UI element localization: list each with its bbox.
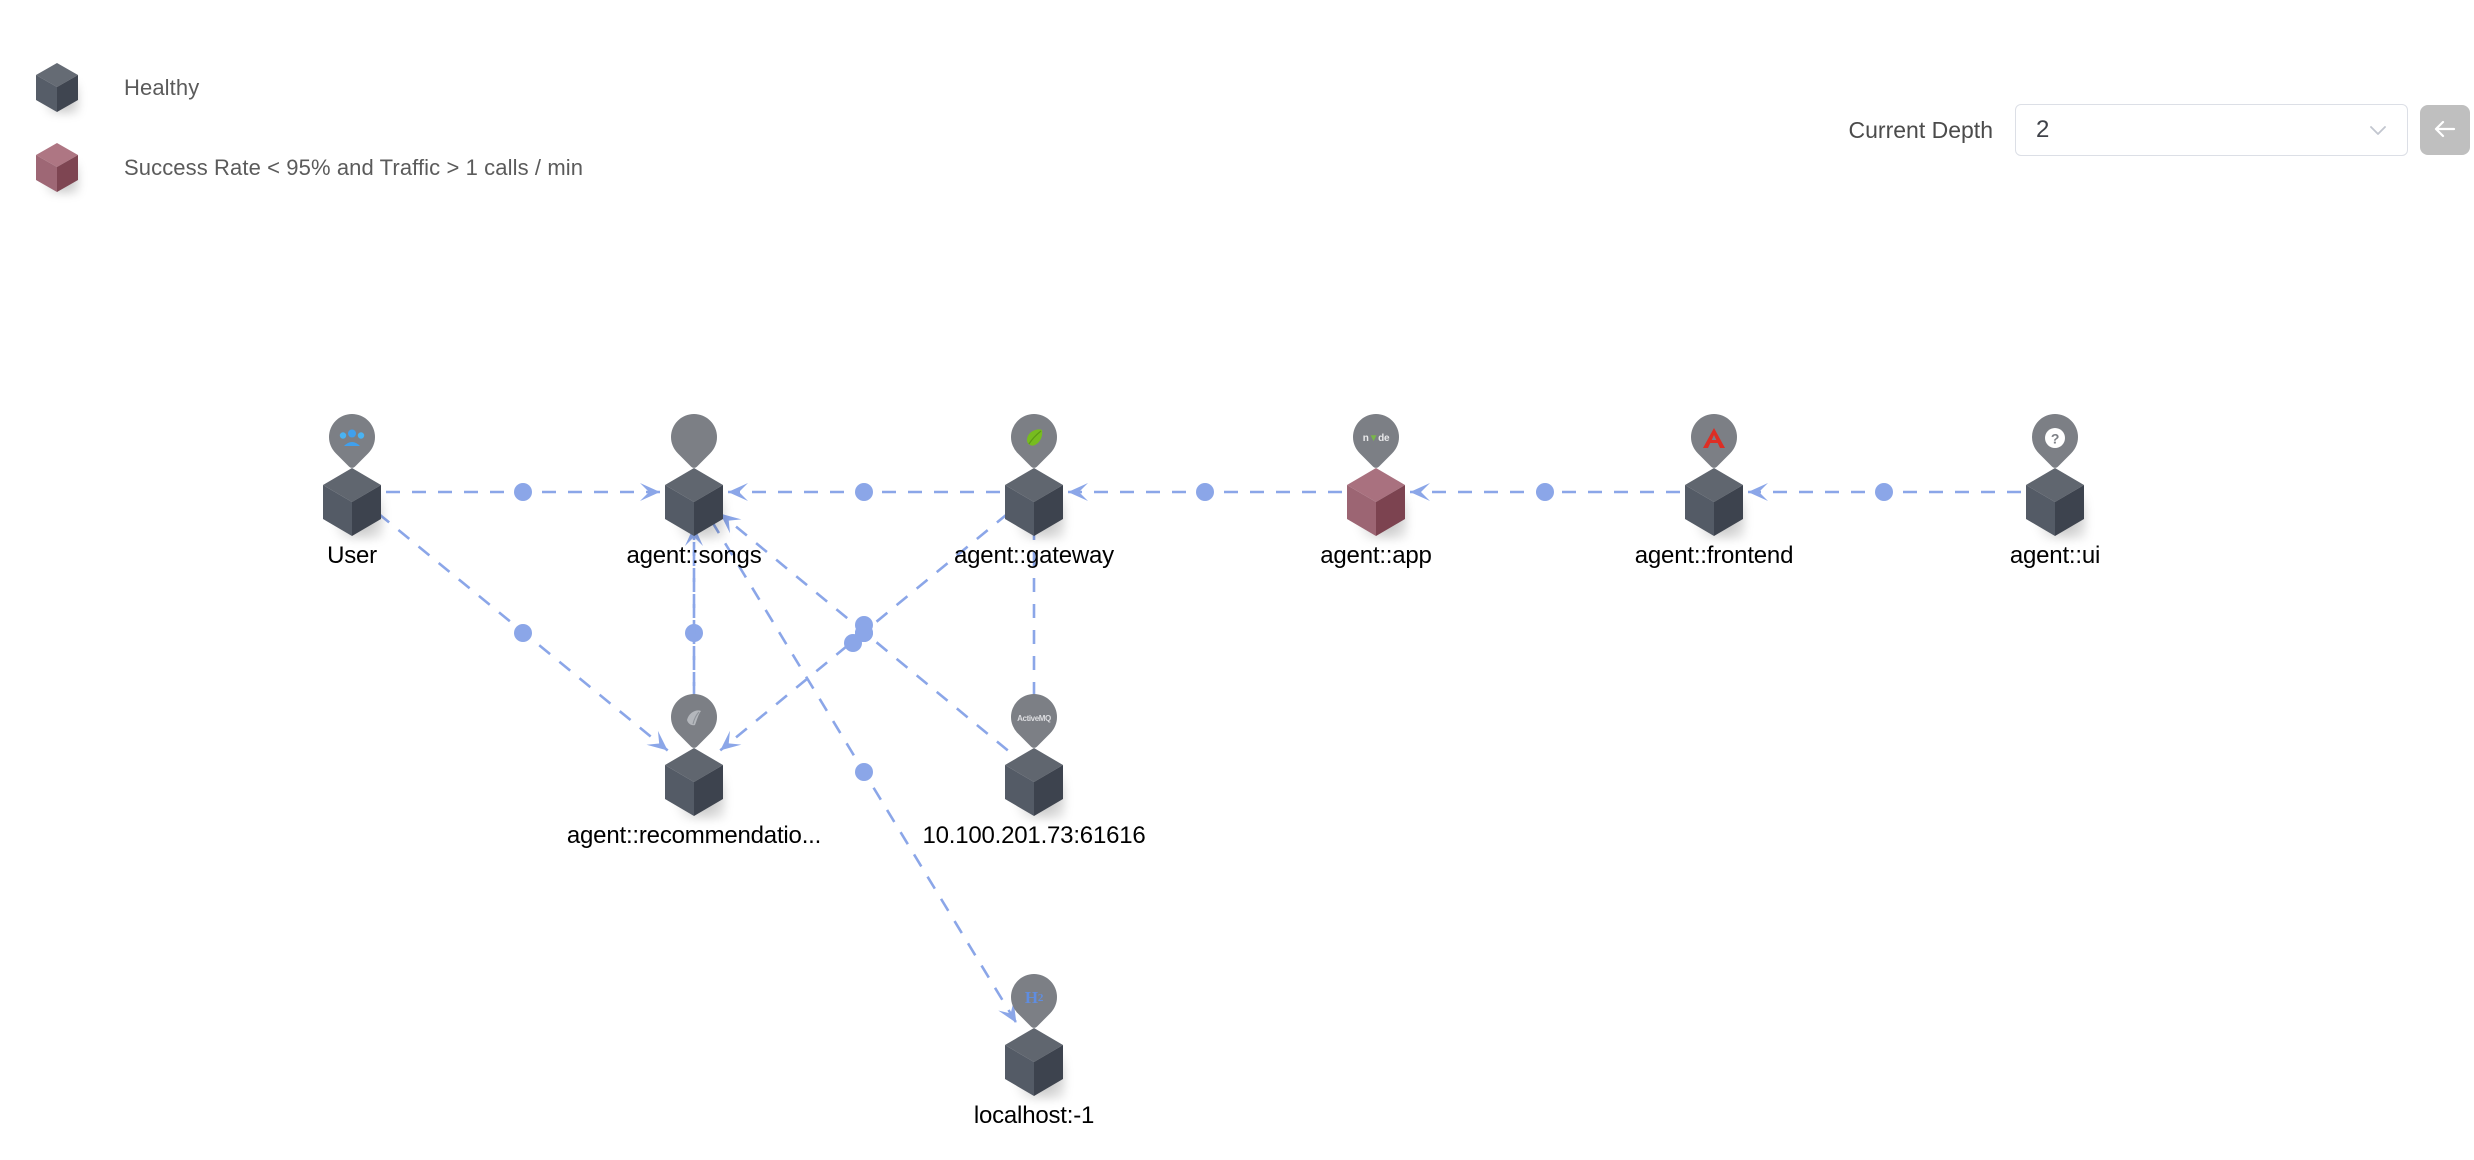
graph-node-gateway[interactable]: agent::gateway: [874, 404, 1194, 570]
current-depth-label: Current Depth: [1848, 116, 1993, 143]
node-label: agent::ui: [2009, 542, 2101, 569]
legend-label: Success Rate < 95% and Traffic > 1 calls…: [124, 155, 584, 180]
edge-traffic-dot: [855, 483, 873, 501]
cube-icon: [662, 746, 726, 820]
node-label: localhost:-1: [973, 1102, 1095, 1129]
depth-select[interactable]: 2: [2015, 104, 2408, 156]
cube-icon: [662, 466, 726, 540]
edge-traffic-dot: [844, 634, 862, 652]
edge-traffic-dot: [514, 483, 532, 501]
node-label: agent::frontend: [1634, 542, 1794, 569]
depth-control: Current Depth 2: [1849, 104, 2470, 156]
legend-item-unhealthy: Success Rate < 95% and Traffic > 1 calls…: [34, 128, 583, 208]
cube-icon: [2023, 466, 2087, 540]
edge-traffic-dot: [855, 763, 873, 781]
edge-traffic-dot: [514, 624, 532, 642]
graph-node-user[interactable]: User: [192, 404, 512, 570]
legend: Healthy Success Rate < 95% and Traffic >…: [34, 48, 583, 208]
node-label: agent::songs: [626, 542, 762, 569]
graph-node-app[interactable]: n▼de agent::app: [1216, 404, 1536, 570]
cube-icon: [1344, 466, 1408, 540]
cube-icon: [320, 466, 384, 540]
cube-icon: [34, 141, 80, 195]
spring-leaf-icon: [1011, 416, 1057, 460]
node-pin: [319, 404, 385, 472]
node-pin: [661, 404, 727, 472]
graph-node-frontend[interactable]: agent::frontend: [1554, 404, 1874, 570]
node-label: agent::gateway: [954, 542, 1114, 569]
node-label: 10.100.201.73:61616: [922, 822, 1146, 849]
node-pin: n▼de: [1343, 404, 1409, 472]
graph-node-ui[interactable]: ? agent::ui: [1895, 404, 2215, 570]
edge-traffic-dot: [685, 624, 703, 642]
node-label: User: [327, 542, 377, 569]
svg-text:?: ?: [2051, 431, 2059, 447]
node-label: agent::app: [1320, 542, 1432, 569]
people-icon: [329, 416, 375, 460]
graph-node-activemq[interactable]: ActiveMQ 10.100.201.73:61616: [874, 684, 1194, 850]
edge-traffic-dot: [855, 624, 873, 642]
node-pin: [1681, 404, 1747, 472]
edge-traffic-dot: [1196, 483, 1214, 501]
edge-traffic-dot: [855, 624, 873, 642]
tomcat-icon: [671, 696, 717, 740]
legend-label: Healthy: [124, 75, 200, 100]
edge-traffic-dot: [1536, 483, 1554, 501]
cube-icon: [1002, 1026, 1066, 1100]
chevron-down-icon: [2367, 119, 2389, 141]
depth-select-value: 2: [2036, 116, 2050, 143]
node-pin: ActiveMQ: [1001, 684, 1067, 752]
node-label: agent::recommendatio...: [566, 822, 822, 849]
cube-icon: [1002, 466, 1066, 540]
back-button[interactable]: [2420, 105, 2470, 155]
arrow-left-icon: [2432, 118, 2458, 143]
cube-icon: [1682, 466, 1746, 540]
cube-icon: [1002, 746, 1066, 820]
graph-node-recommendation[interactable]: agent::recommendatio...: [534, 684, 854, 850]
question-mark-icon: ?: [2032, 416, 2078, 460]
node-pin: [1001, 404, 1067, 472]
cube-icon: [34, 61, 80, 115]
node-pin: [661, 684, 727, 752]
activemq-icon: ActiveMQ: [1017, 713, 1051, 723]
edge-traffic-dot: [855, 616, 873, 634]
graph-node-songs[interactable]: agent::songs: [534, 404, 854, 570]
edge-traffic-dot: [1875, 483, 1893, 501]
angular-icon: [1691, 416, 1737, 460]
node-pin: ?: [2022, 404, 2088, 472]
nodejs-icon: n▼de: [1362, 432, 1390, 444]
legend-item-healthy: Healthy: [34, 48, 583, 128]
blank-icon: [671, 416, 717, 460]
